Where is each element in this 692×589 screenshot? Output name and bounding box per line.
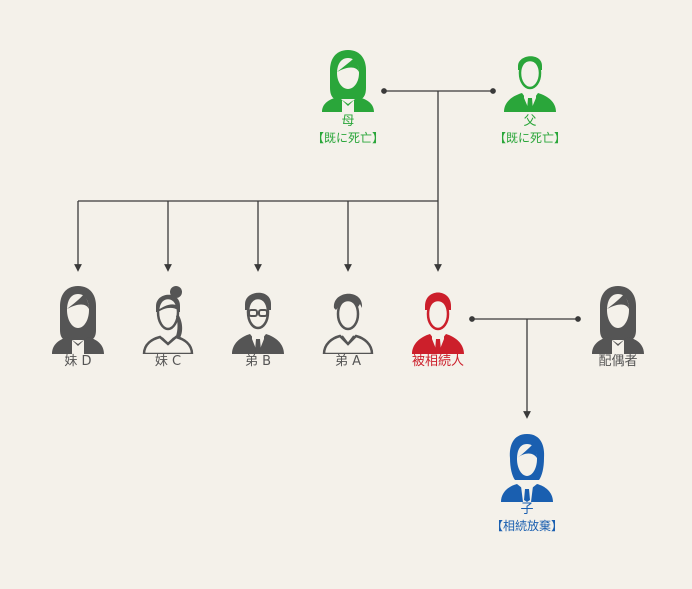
status-note: 【既に死亡】 [311,131,384,145]
person-spouse: 配偶者 [563,284,673,370]
female-long-hair-icon [322,50,374,112]
status-note: 【既に死亡】 [493,131,566,145]
person-label: 父 [523,114,537,129]
person-label: 妹 D [64,354,92,369]
status-note: 【相続放棄】 [490,519,563,533]
female-long-hair-icon [52,286,104,354]
female-long-hair-icon [592,286,644,354]
female-ponytail-icon [142,286,194,354]
person-father: 父 【既に死亡】 [475,48,585,146]
person-brother-a: 弟 A [293,284,403,370]
person-label: 妹 C [154,354,182,369]
person-child: 子 【相続放棄】 [472,432,582,534]
female-short-hair-icon [501,434,553,502]
person-label: 弟 A [334,354,362,369]
person-sister-d: 妹 D [23,284,133,370]
male-suit-icon [412,292,464,354]
person-label: 母 [341,114,355,129]
male-suit-icon [504,56,556,112]
person-mother: 母 【既に死亡】 [293,48,403,146]
person-label: 配偶者 [598,354,638,369]
person-sister-c: 妹 C [113,284,223,370]
person-decedent: 被相続人 [383,284,493,370]
person-label: 弟 B [244,354,272,369]
person-label: 被相続人 [411,354,464,369]
male-glasses-icon [232,292,284,354]
male-shaggy-hair-icon [322,293,374,354]
person-label: 子 [520,502,534,517]
person-brother-b: 弟 B [203,284,313,370]
